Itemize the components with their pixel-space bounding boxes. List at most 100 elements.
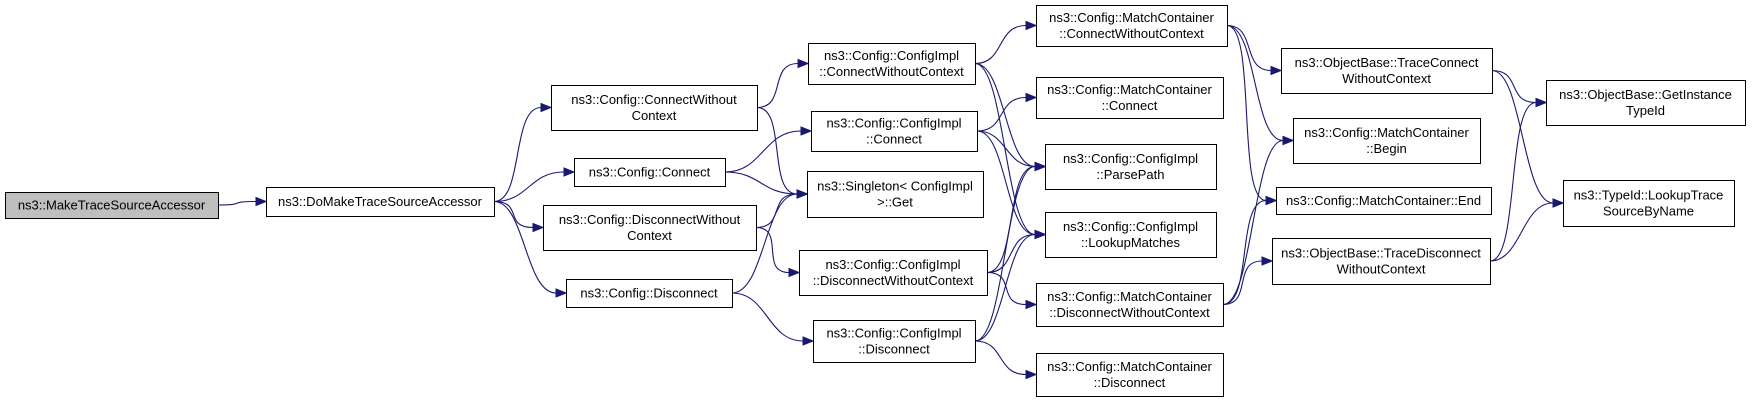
- edge-config_connect-to-singleton_get: [724, 171, 798, 195]
- arrowhead-config_connect-to-configimpl_connect: [800, 126, 813, 136]
- node-matchcontainer-disconnect[interactable]: ns3::Config::MatchContainer::Disconnect: [1036, 353, 1224, 397]
- edge-configimpl_connect_without_context-to-configimpl_lookup_matches: [974, 62, 1036, 236]
- node-label-line: ns3::Config::ConfigImpl: [824, 48, 959, 63]
- node-label-line: ns3::ObjectBase::TraceDisconnect: [1281, 246, 1481, 261]
- node-label-line: ns3::Config::MatchContainer: [1047, 359, 1212, 374]
- node-configimpl-disconnect-without-context[interactable]: ns3::Config::ConfigImpl::DisconnectWitho…: [799, 250, 988, 296]
- node-label-line: ::DisconnectWithoutContext: [1049, 305, 1210, 320]
- arrowhead-do_make_trace_source_accessor-to-config_disconnect_without_context: [532, 222, 545, 233]
- node-label-line: ns3::ObjectBase::GetInstance: [1559, 87, 1732, 102]
- edge-configimpl_disconnect_without_context-to-matchcontainer_disconnect_without_context: [986, 271, 1027, 306]
- node-singleton-get[interactable]: ns3::Singleton< ConfigImpl>::Get: [807, 171, 984, 218]
- edge-config_disconnect-to-singleton_get: [731, 193, 798, 294]
- edge-do_make_trace_source_accessor-to-config_disconnect_without_context: [493, 200, 534, 229]
- node-box: [551, 85, 758, 131]
- node-label-line: ns3::Config::ConfigImpl: [826, 326, 961, 341]
- node-configimpl-disconnect[interactable]: ns3::Config::ConfigImpl::Disconnect: [813, 320, 976, 363]
- node-matchcontainer-end[interactable]: ns3::Config::MatchContainer::End: [1276, 187, 1492, 215]
- edge-matchcontainer_connect_without_context-to-objectbase_trace_connect_without_context: [1226, 24, 1272, 72]
- node-objectbase-trace-disconnect-without-context[interactable]: ns3::ObjectBase::TraceDisconnectWithoutC…: [1272, 238, 1491, 285]
- node-label-line: ns3::Config::ConfigImpl: [826, 116, 961, 131]
- node-box: [574, 158, 726, 187]
- node-label-line: ns3::Config::MatchContainer: [1047, 82, 1212, 97]
- node-box: [1272, 238, 1491, 285]
- edge-matchcontainer_connect_without_context-to-matchcontainer_end: [1226, 24, 1267, 202]
- edge-matchcontainer_disconnect_without_context-to-matchcontainer_end: [1222, 199, 1267, 306]
- node-config-disconnect-without-context[interactable]: ns3::Config::DisconnectWithoutContext: [543, 205, 757, 251]
- node-configimpl-parse-path[interactable]: ns3::Config::ConfigImpl::ParsePath: [1045, 144, 1217, 190]
- node-box: [543, 205, 757, 251]
- edge-do_make_trace_source_accessor-to-config_connect: [493, 171, 565, 203]
- node-config-disconnect[interactable]: ns3::Config::Disconnect: [566, 279, 733, 308]
- node-label-line: ns3::Config::MatchContainer: [1304, 125, 1469, 140]
- node-box: [1293, 118, 1481, 164]
- arrowhead-matchcontainer_disconnect_without_context-to-matchcontainer_end: [1265, 195, 1278, 206]
- node-matchcontainer-connect[interactable]: ns3::Config::MatchContainer::Connect: [1036, 77, 1224, 119]
- node-label-line: ns3::TypeId::LookupTrace: [1574, 188, 1724, 203]
- node-box: [1036, 283, 1224, 327]
- node-label-line: Context: [627, 228, 672, 243]
- node-matchcontainer-disconnect-without-context[interactable]: ns3::Config::MatchContainer::DisconnectW…: [1036, 283, 1224, 327]
- node-objectbase-trace-connect-without-context[interactable]: ns3::ObjectBase::TraceConnectWithoutCont…: [1281, 48, 1493, 94]
- node-box: [1036, 353, 1224, 397]
- arrowhead-configimpl_disconnect-to-configimpl_lookup_matches: [1034, 229, 1047, 240]
- node-box: [5, 192, 219, 219]
- node-label-line: ns3::Config::DisconnectWithout: [559, 212, 741, 227]
- arrowhead-do_make_trace_source_accessor-to-config_disconnect: [555, 288, 568, 298]
- arrowhead-do_make_trace_source_accessor-to-config_connect_without_context: [540, 102, 553, 113]
- arrowhead-config_disconnect-to-singleton_get: [796, 189, 809, 199]
- node-label-line: >::Get: [877, 195, 913, 210]
- arrowhead-configimpl_connect_without_context-to-matchcontainer_connect_without_context: [1025, 20, 1038, 31]
- node-label-line: ::Connect: [1102, 98, 1158, 113]
- arrowhead-config_disconnect-to-configimpl_disconnect: [802, 336, 815, 346]
- node-configimpl-lookup-matches[interactable]: ns3::Config::ConfigImpl::LookupMatches: [1045, 212, 1217, 258]
- arrowhead-matchcontainer_disconnect_without_context-to-matchcontainer_begin: [1282, 135, 1295, 146]
- node-box: [1036, 5, 1228, 47]
- edge-make_trace_source_accessor-to-do_make_trace_source_accessor: [217, 200, 257, 206]
- node-configimpl-connect-without-context[interactable]: ns3::Config::ConfigImpl::ConnectWithoutC…: [808, 43, 976, 85]
- arrowhead-matchcontainer_connect_without_context-to-objectbase_trace_connect_without_context: [1270, 65, 1283, 76]
- edge-config_disconnect-to-configimpl_disconnect: [731, 292, 804, 342]
- node-label-line: ::DisconnectWithoutContext: [813, 273, 974, 288]
- node-box: [1045, 212, 1217, 258]
- edge-config_connect_without_context-to-configimpl_connect_without_context: [756, 62, 799, 109]
- node-config-connect[interactable]: ns3::Config::Connect: [574, 158, 726, 187]
- node-label-line: ns3::Config::MatchContainer: [1047, 289, 1212, 304]
- node-config-connect-without-context[interactable]: ns3::Config::ConnectWithoutContext: [551, 85, 758, 131]
- node-matchcontainer-connect-without-context[interactable]: ns3::Config::MatchContainer::ConnectWith…: [1036, 5, 1228, 47]
- arrowhead-objectbase_trace_disconnect_without_context-to-objectbase_get_instance_type_id: [1535, 97, 1548, 108]
- edge-do_make_trace_source_accessor-to-config_disconnect: [493, 200, 557, 294]
- edge-configimpl_connect-to-configimpl_lookup_matches: [976, 130, 1036, 236]
- edge-config_disconnect_without_context-to-configimpl_disconnect_without_context: [755, 226, 790, 274]
- node-label-line: Context: [632, 108, 677, 123]
- edge-objectbase_trace_connect_without_context-to-typeid_lookup_trace_source_by_name: [1491, 69, 1554, 204]
- node-make-trace-source-accessor[interactable]: ns3::MakeTraceSourceAccessor: [5, 192, 219, 219]
- arrowhead-objectbase_trace_disconnect_without_context-to-typeid_lookup_trace_source_by_name: [1552, 198, 1565, 208]
- arrowhead-configimpl_connect-to-matchcontainer_connect: [1025, 92, 1038, 103]
- node-label-line: ::ParsePath: [1097, 167, 1165, 182]
- node-label-line: ns3::Config::ConfigImpl: [1063, 151, 1198, 166]
- edge-matchcontainer_disconnect_without_context-to-objectbase_trace_disconnect_without_context: [1222, 260, 1263, 306]
- node-label-line: ns3::Config::Connect: [589, 165, 711, 180]
- arrowhead-configimpl_disconnect-to-configimpl_parse_path: [1034, 161, 1047, 172]
- node-label-line: ::ConnectWithoutContext: [819, 64, 964, 79]
- edge-configimpl_disconnect-to-configimpl_parse_path: [974, 165, 1036, 342]
- node-label-line: ::Connect: [866, 132, 922, 147]
- node-do-make-trace-source-accessor[interactable]: ns3::DoMakeTraceSourceAccessor: [266, 187, 495, 217]
- edge-configimpl_disconnect-to-matchcontainer_disconnect: [974, 340, 1027, 376]
- edge-config_connect-to-configimpl_connect: [724, 130, 802, 173]
- node-label-line: ns3::Config::ConnectWithout: [571, 92, 737, 107]
- arrowhead-matchcontainer_disconnect_without_context-to-objectbase_trace_disconnect_without_context: [1261, 256, 1274, 266]
- node-box: [1045, 144, 1217, 190]
- arrowhead-config_disconnect_without_context-to-configimpl_disconnect_without_context: [788, 267, 801, 278]
- arrowhead-do_make_trace_source_accessor-to-config_connect: [563, 167, 576, 177]
- node-box: [1036, 77, 1224, 119]
- node-matchcontainer-begin[interactable]: ns3::Config::MatchContainer::Begin: [1293, 118, 1481, 164]
- node-label-line: ns3::MakeTraceSourceAccessor: [18, 198, 206, 213]
- node-configimpl-connect[interactable]: ns3::Config::ConfigImpl::Connect: [811, 111, 978, 152]
- edge-configimpl_connect-to-matchcontainer_connect: [976, 96, 1027, 132]
- node-label-line: ns3::Config::ConfigImpl: [825, 257, 960, 272]
